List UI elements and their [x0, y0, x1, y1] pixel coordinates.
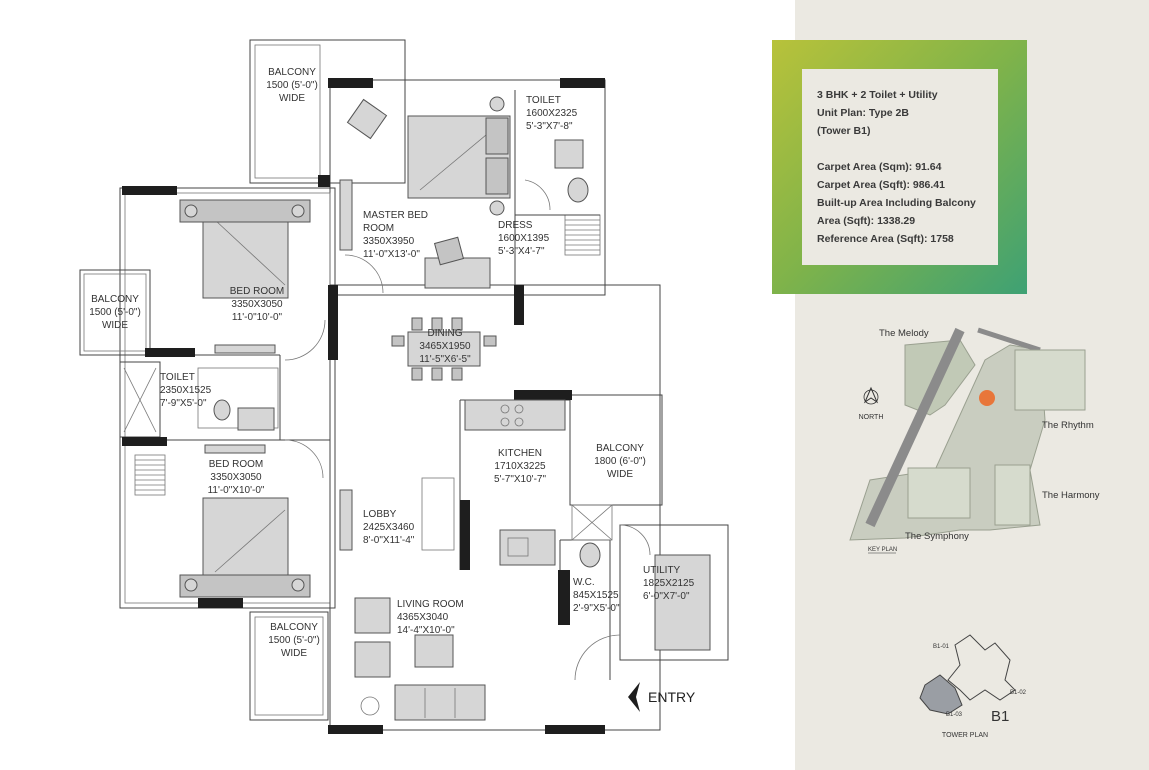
balcony-right-size: 1800 (6'-0") [594, 456, 646, 467]
balcony-left-label: BALCONY [91, 294, 139, 305]
kitchen-ft: 5'-7"X10'-7" [494, 474, 547, 485]
living-room-ft: 14'-4"X10'-0" [397, 625, 455, 636]
room-labels: BALCONY 1500 (5'-0") WIDE TOILET 1600X23… [89, 67, 696, 712]
bed-room-2-mm: 3350X3050 [210, 472, 262, 483]
tower-outline [947, 634, 1016, 701]
north-arrow-icon [863, 386, 879, 404]
melody-label: The Melody [879, 328, 929, 339]
master-bed-room: ROOM [363, 223, 394, 234]
dress-mm: 1600X1395 [498, 233, 550, 244]
entry-label: ENTRY [648, 689, 696, 705]
furniture [179, 96, 651, 721]
balcony-top-size: 1500 (5'-0") [266, 80, 318, 91]
balcony-right-wide: WIDE [607, 469, 633, 480]
b1-01-label: B1-01 [933, 644, 950, 650]
builtup-area-label: Built-up Area Including Balcony [817, 197, 976, 209]
b1-02-label: B1-02 [1010, 690, 1027, 696]
north-label: NORTH [859, 414, 884, 421]
carpet-area-sqm: Carpet Area (Sqm): 91.64 [817, 161, 942, 173]
utility-ft: 6'-0"X7'-0" [643, 591, 690, 602]
living-sofa [394, 684, 486, 721]
dining-table [407, 331, 481, 367]
highlighted-tower-icon [979, 390, 995, 406]
reference-area: Reference Area (Sqft): 1758 [817, 233, 954, 245]
toilet-left-mm: 2350X1525 [160, 385, 212, 396]
living-room-mm: 4365X3040 [397, 612, 449, 623]
bed-room-2-label: BED ROOM [209, 459, 263, 470]
living-armchair-1 [354, 597, 391, 634]
master-bed-ft: 11'-0"X13'-0" [363, 249, 420, 260]
site-road-diagonal [865, 327, 965, 528]
entry-arrow-icon [628, 682, 640, 712]
balcony-top-label: BALCONY [268, 67, 316, 78]
living-armchair-2 [354, 641, 391, 678]
tower-highlighted-unit [919, 674, 963, 715]
key-plan-label: KEY PLAN [868, 547, 897, 553]
bed-room-2-ft: 11'-0"X10'-0" [208, 485, 265, 496]
harmony-label: The Harmony [1042, 490, 1100, 501]
bed-room-1-mm: 3350X3050 [231, 299, 283, 310]
lobby-mm: 2425X3460 [363, 522, 415, 533]
plan-walls [122, 78, 605, 734]
balcony-bottom-wide: WIDE [281, 648, 307, 659]
toilet-top-label: TOILET [526, 95, 561, 106]
kitchen-mm: 1710X3225 [494, 461, 546, 472]
balcony-left-size: 1500 (5'-0") [89, 307, 141, 318]
toilet-left-label: TOILET [160, 372, 195, 383]
toilet-top-ft: 5'-3"X7'-8" [526, 121, 573, 132]
kitchen-label: KITCHEN [498, 448, 542, 459]
tower-plan: B1-01 B1-02 B1-03 B1 TOWER PLAN [919, 634, 1027, 739]
unit-info-box: 3 BHK + 2 Toilet + Utility Unit Plan: Ty… [772, 40, 1027, 294]
unit-info-content: 3 BHK + 2 Toilet + Utility Unit Plan: Ty… [802, 69, 998, 265]
symphony-label: The Symphony [905, 531, 969, 542]
wc-ft: 2'-9"X5'-0" [573, 603, 620, 614]
bed-room-1-bed [202, 217, 289, 299]
toilet-top-mm: 1600X2325 [526, 108, 578, 119]
rhythm-label: The Rhythm [1042, 420, 1094, 431]
dining-ft: 11'-5"X6'-5" [419, 354, 471, 365]
master-bed-mm: 3350X3950 [363, 236, 415, 247]
bed-room-1-ft: 11'-0"10'-0" [232, 312, 283, 323]
lobby-ft: 8'-0"X11'-4" [363, 535, 415, 546]
dress-ft: 5'-3"X4'-7" [498, 246, 545, 257]
carpet-area-sqft: Carpet Area (Sqft): 986.41 [817, 179, 945, 191]
lobby-label: LOBBY [363, 509, 397, 520]
wc-label: W.C. [573, 577, 595, 588]
unit-plan-type: Unit Plan: Type 2B [817, 107, 909, 119]
bed-room-1-label: BED ROOM [230, 286, 284, 297]
utility-label: UTILITY [643, 565, 681, 576]
unit-tower: (Tower B1) [817, 125, 871, 137]
balcony-left-wide: WIDE [102, 320, 128, 331]
tower-name-label: B1 [991, 708, 1009, 725]
unit-type: 3 BHK + 2 Toilet + Utility [817, 89, 938, 101]
bed-room-2-bed [202, 497, 289, 579]
balcony-right-label: BALCONY [596, 443, 644, 454]
balcony-bottom-size: 1500 (5'-0") [268, 635, 320, 646]
utility-mm: 1825X2125 [643, 578, 695, 589]
balcony-bottom-label: BALCONY [270, 622, 318, 633]
living-room-label: LIVING ROOM [397, 599, 464, 610]
toilet-left-ft: 7'-9"X5'-0" [160, 398, 207, 409]
tower-plan-label: TOWER PLAN [942, 732, 988, 739]
b1-03-label: B1-03 [946, 712, 963, 718]
wc-mm: 845X1525 [573, 590, 619, 601]
balcony-top-wide: WIDE [279, 93, 305, 104]
key-plan: The Melody NORTH The Rhythm The Harmony … [849, 327, 1100, 554]
dress-label: DRESS [498, 220, 533, 231]
dining-mm: 3465X1950 [419, 341, 471, 352]
master-bed-label: MASTER BED [363, 210, 428, 221]
kitchen-hob [464, 399, 566, 431]
builtup-area-value: Area (Sqft): 1338.29 [817, 215, 916, 227]
dining-label: DINING [428, 328, 463, 339]
